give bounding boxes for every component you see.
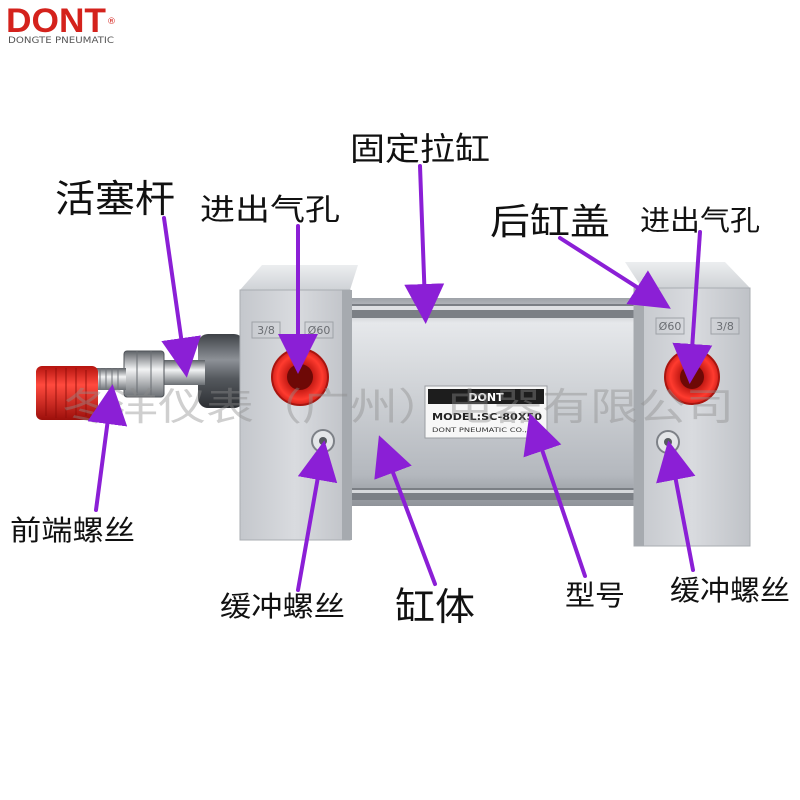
brand-logo: DONT ® DONGTE PNEUMATIC [6,2,116,46]
label-air-port-left: 进出气孔 [200,193,340,228]
callout-arrows [87,164,713,592]
arrow-model [523,413,587,578]
arrow-cushion-screw-right [656,440,696,572]
label-cushion-screw-left: 缓冲螺丝 [220,590,345,623]
logo-subtitle: DONGTE PNEUMATIC [8,36,114,46]
arrow-cushion-screw-left [296,440,338,592]
nameplate-brand: DONT [468,391,504,404]
nameplate-model: MODEL:SC-80X50 [432,412,542,423]
right-cap-mark-port: 3/8 [716,320,734,333]
bottom-tie-rod [345,488,637,500]
arrow-piston-rod [161,216,201,378]
label-barrel: 缸体 [395,585,475,629]
part-labels: 固定拉缸 活塞杆 进出气孔 后缸盖 进出气孔 前端螺丝 缓冲螺丝 缸体 型号 缓… [10,130,790,629]
left-cap-mark-port: 3/8 [257,324,275,337]
arrow-air-port-right [672,230,713,384]
arrow-barrel [374,435,437,586]
arrow-front-screw [87,384,128,512]
arrow-rear-cap [558,236,671,309]
label-rear-cap: 后缸盖 [490,202,610,243]
nameplate-maker: DONT PNEUMATIC CO.,LTD [432,426,542,434]
label-model: 型号 [565,579,625,612]
label-tie-rod: 固定拉缸 [350,130,490,168]
arrow-tie-rod [404,164,445,324]
logo-registered-mark: ® [107,17,116,27]
watermark-text: 冬洋仪表（广州）电器有限公司 [62,385,734,429]
red-protective-cap [36,366,98,420]
left-cap-mark-bore: Ø60 [308,324,331,337]
label-front-screw: 前端螺丝 [10,514,135,547]
label-piston-rod: 活塞杆 [55,177,175,221]
model-nameplate: DONT MODEL:SC-80X50 DONT PNEUMATIC CO.,L… [424,385,548,439]
rod-gland [198,334,244,408]
right-cap-mark-bore: Ø60 [659,320,682,333]
label-cushion-screw-right: 缓冲螺丝 [670,574,790,607]
label-air-port-right: 进出气孔 [640,204,760,237]
logo-brand: DONT [6,2,106,40]
